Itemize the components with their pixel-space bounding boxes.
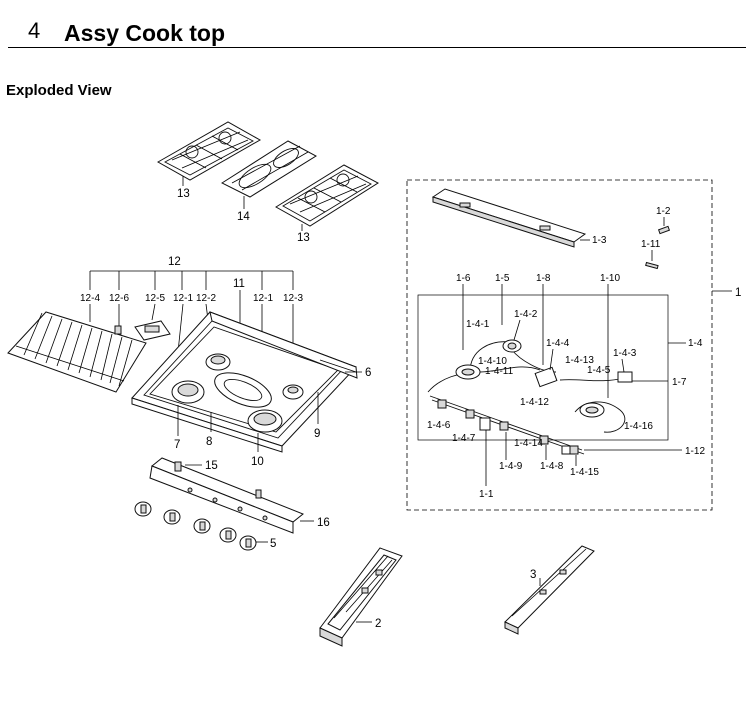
- label-1-4-2: 1-4-2: [514, 309, 538, 320]
- label-14: 14: [237, 211, 250, 223]
- cooktop-plate: [131, 311, 358, 453]
- part-1-2: [657, 225, 671, 235]
- knobs: [134, 501, 257, 551]
- leader-1-4-2: [513, 319, 521, 341]
- label-1-4-14: 1-4-14: [514, 438, 543, 449]
- label-1-4-7: 1-4-7: [452, 433, 476, 444]
- label-1-8: 1-8: [536, 273, 551, 284]
- assy-1-dashed-box: [406, 179, 713, 511]
- label-10: 10: [251, 456, 264, 468]
- leader-1-4-3: [621, 358, 625, 373]
- label-1-4: 1-4: [688, 338, 703, 349]
- label-1-1: 1-1: [479, 489, 494, 500]
- top-rail-1-3: [431, 188, 587, 248]
- label-1-5: 1-5: [495, 273, 510, 284]
- section-number: 4: [28, 18, 41, 43]
- label-12-6: 12-6: [109, 293, 129, 304]
- label-5: 5: [270, 538, 276, 550]
- label-1-4-16: 1-4-16: [624, 421, 653, 432]
- label-12-1-left: 12-1: [173, 293, 193, 304]
- label-1-4-11: 1-4-11: [485, 366, 514, 377]
- label-1-3: 1-3: [592, 235, 607, 246]
- label-7: 7: [174, 439, 180, 451]
- label-1-2: 1-2: [656, 206, 671, 217]
- label-12: 12: [168, 256, 181, 268]
- label-8: 8: [206, 436, 212, 448]
- assy-12-bracket: 12: [89, 256, 294, 290]
- label-12-1-right: 12-1: [253, 293, 273, 304]
- side-bracket-2: [319, 547, 403, 647]
- side-bracket-3: [504, 545, 595, 635]
- clip-12-6: [114, 325, 122, 335]
- grate-center: [220, 140, 317, 198]
- grate-right: [275, 164, 379, 227]
- label-1-4-13: 1-4-13: [565, 355, 594, 366]
- label-11: 11: [233, 278, 245, 290]
- label-1-4-8: 1-4-8: [540, 461, 564, 472]
- label-2: 2: [375, 618, 381, 630]
- label-1-10: 1-10: [600, 273, 620, 284]
- control-panel: [149, 457, 304, 534]
- exploded-view-heading: Exploded View: [6, 82, 112, 99]
- label-12-2: 12-2: [196, 293, 216, 304]
- label-1-4-15: 1-4-15: [570, 467, 599, 478]
- label-12-4: 12-4: [80, 293, 100, 304]
- label-1-4-3: 1-4-3: [613, 348, 637, 359]
- leader-12-5: [151, 303, 156, 321]
- label-1-12: 1-12: [685, 446, 705, 457]
- label-1: 1: [735, 287, 741, 299]
- label-9: 9: [314, 428, 320, 440]
- label-1-4-4: 1-4-4: [546, 338, 570, 349]
- label-15: 15: [205, 460, 218, 472]
- label-1-4-9: 1-4-9: [499, 461, 523, 472]
- wire-rack: [7, 311, 147, 393]
- label-1-4-12: 1-4-12: [520, 397, 549, 408]
- part-1-11: [645, 261, 659, 270]
- label-13-right: 13: [297, 232, 310, 244]
- leader-12-1-left: [177, 303, 184, 353]
- label-1-4-1: 1-4-1: [466, 319, 490, 330]
- grate-left: [156, 121, 262, 181]
- label-16: 16: [317, 517, 330, 529]
- label-1-11: 1-11: [641, 239, 661, 250]
- label-3: 3: [530, 569, 536, 581]
- page-header: 4 Assy Cook top: [0, 0, 750, 50]
- badge-12-5-inset: [144, 325, 160, 333]
- label-12-3: 12-3: [283, 293, 303, 304]
- gas-manifold: [427, 339, 633, 455]
- leader-1-4-4: [549, 348, 554, 371]
- ignition-switch-15: [174, 461, 182, 472]
- ignition-switch-15-b: [255, 489, 262, 499]
- label-1-4-6: 1-4-6: [427, 420, 451, 431]
- label-1-7: 1-7: [672, 377, 687, 388]
- label-13-left: 13: [177, 188, 190, 200]
- label-6: 6: [365, 367, 371, 379]
- section-title: Assy Cook top: [64, 20, 226, 46]
- label-1-4-5: 1-4-5: [587, 365, 611, 376]
- header-rule: [8, 47, 746, 48]
- label-12-5: 12-5: [145, 293, 165, 304]
- label-1-4-10: 1-4-10: [478, 356, 507, 367]
- label-1-6: 1-6: [456, 273, 471, 284]
